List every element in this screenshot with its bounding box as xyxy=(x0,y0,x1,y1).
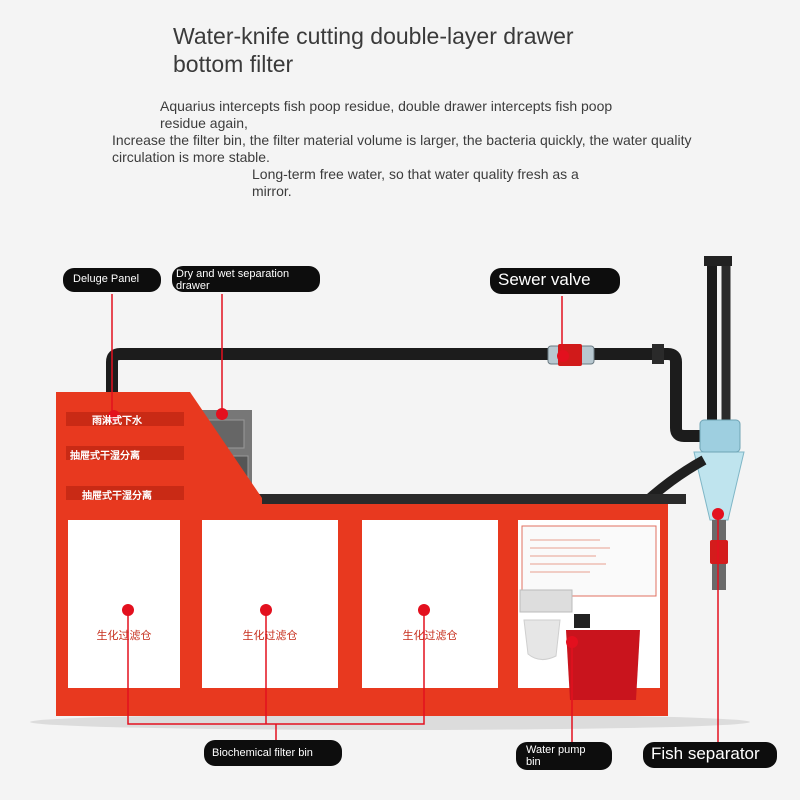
diagram-title: Water-knife cutting double-layer drawer … xyxy=(173,23,574,77)
bin-2-label: 生化过滤仓 xyxy=(242,629,298,642)
callout-dry-wet-drawer: Dry and wet separation drawer xyxy=(172,266,320,292)
row-label-3: 抽屉式干湿分离 xyxy=(82,491,152,502)
slot-2 xyxy=(66,446,184,460)
callout-biochem-bin: Biochemical filter bin xyxy=(204,740,342,766)
overflow-pipe xyxy=(106,348,706,442)
hose-cap xyxy=(704,256,732,266)
floor-shadow xyxy=(30,714,750,730)
bin-1-label: 生化过滤仓 xyxy=(96,629,152,642)
sticker-lines xyxy=(530,539,610,573)
callout-deluge-panel: Deluge Panel xyxy=(63,268,161,292)
water-pump xyxy=(566,630,640,700)
callout-water-pump-bin: Water pump bin xyxy=(516,742,612,770)
filter-sock-holder xyxy=(519,589,573,613)
row-label-1: 雨淋式下水 xyxy=(92,416,142,427)
row-label-2: 抽屉式干湿分离 xyxy=(70,451,140,462)
bin-3-window xyxy=(362,520,498,688)
callout-fish-separator: Fish separator xyxy=(643,742,777,768)
callout-sewer-valve: Sewer valve xyxy=(490,268,620,294)
slot-1 xyxy=(66,412,184,426)
description-line-3: Long-term free water, so that water qual… xyxy=(252,166,579,199)
fish-separator-top xyxy=(699,419,741,453)
leader-lines xyxy=(111,294,719,744)
pipe-joint xyxy=(652,344,664,364)
description-line-1: Aquarius intercepts fish poop residue, d… xyxy=(160,98,613,131)
bin-3-label: 生化过滤仓 xyxy=(402,629,458,642)
pump-outlet xyxy=(574,614,590,628)
filter-sock xyxy=(523,619,561,660)
sump-lip xyxy=(250,494,686,504)
marker-dots xyxy=(108,350,724,648)
slot-3 xyxy=(66,486,184,500)
bin-2-window xyxy=(202,520,338,688)
bin-1-window xyxy=(68,520,180,688)
pump-bin-sticker xyxy=(521,525,657,597)
fish-separator-valve xyxy=(710,540,728,564)
description-line-2: Increase the filter bin, the filter mate… xyxy=(112,132,692,165)
